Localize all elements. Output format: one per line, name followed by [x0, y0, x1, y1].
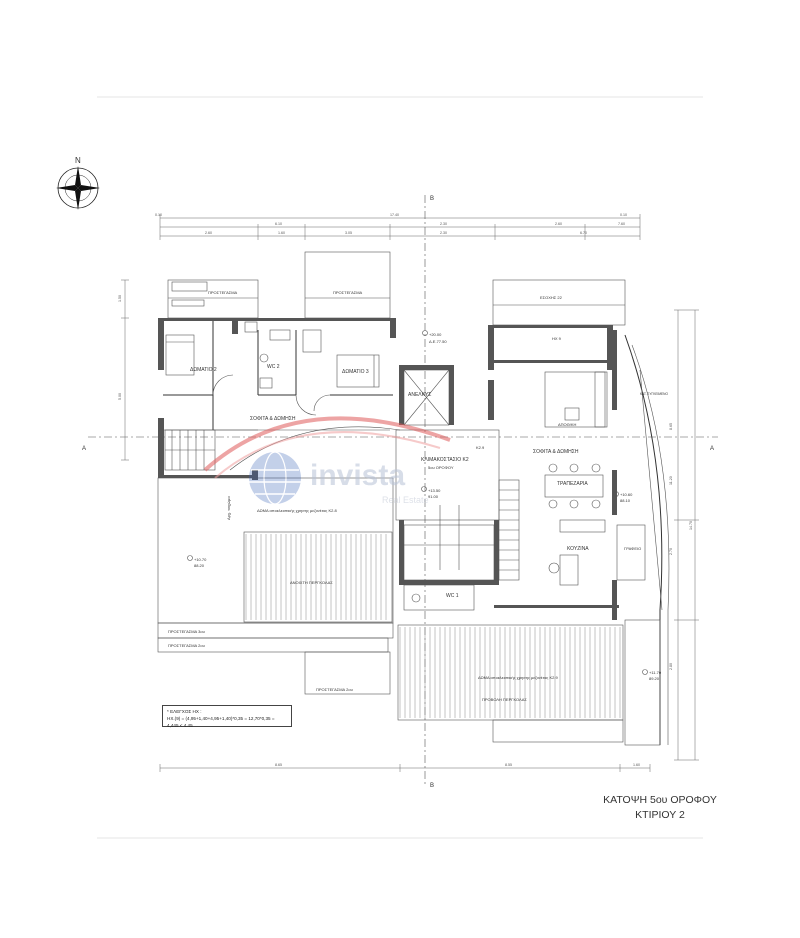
- room-office-label: ΓΡΑΦΕΙΟ: [624, 546, 641, 551]
- dim-top-e: 7.60: [618, 222, 625, 226]
- room-ex9-label: ΗΧ 9: [552, 336, 562, 341]
- bottom-dimension-chain: 8.65 8.55 1.60: [159, 763, 651, 772]
- watermark-sub: Real Estate: [382, 495, 429, 505]
- top-canopies: ΠΡΟΣΤΕΓΑΣΜΑ ΠΡΟΣΤΕΓΑΣΜΑ: [167, 251, 391, 319]
- pergola-front-label: ΠΡΟΒΟΛΗ ΠΕΡΓΚΟΛΑΣ: [482, 697, 527, 702]
- drawing-title-line2: ΚΤΙΡΙΟΥ 2: [635, 809, 685, 821]
- watermark-swoosh-icon: [203, 416, 451, 472]
- terrace-right-label: ΔΩΜΑ αποκλειστικής χρησης μεζονέτας Κ2.9: [478, 675, 558, 680]
- dim-bottom-a: 8.65: [275, 763, 282, 767]
- right-dimension-chain: 8.65 14.70 11.20 2.70 2.80: [669, 309, 699, 761]
- right-terrace: [397, 619, 661, 746]
- dim-bottom-b: 8.55: [505, 763, 512, 767]
- canopy-top-left-label: ΠΡΟΣΤΕΓΑΣΜΑ: [208, 290, 238, 295]
- dim-right-d: 2.70: [669, 548, 673, 555]
- room-stairwell-sub-label: 5ου ΟΡΟΦΟΥ: [428, 465, 454, 470]
- dim-top2-a: 2.60: [205, 231, 212, 235]
- pergola-left-hatch: [245, 534, 387, 620]
- drawing-title-line1: ΚΑΤΟΨΗ 5ου ΟΡΟΦΟΥ: [603, 794, 717, 806]
- level-3: +13.50: [428, 488, 441, 493]
- level-3b: 91.00: [428, 494, 439, 499]
- top-dimension-chain: 0.10 17.40 0.10 6.10 2.30 2.60 7.60 2.60…: [155, 213, 641, 240]
- dim-top-d: 0.10: [155, 213, 162, 217]
- dim-top2-b: 1.60: [278, 231, 285, 235]
- room-stairwell-label: ΚΛΙΜΑΚΟΣΤΑΣΙΟ Κ2: [421, 457, 469, 463]
- level-note-label: ΚΑΤ. ΣΥΓΚΕΙΜΕΝΟ: [640, 392, 668, 396]
- level-2: +10.70: [194, 557, 207, 562]
- axis-b-bottom-label: B: [430, 783, 434, 789]
- calc-formula: ΗΧ.(9) = (4,95+1,40+4,95+1,40)*0,35 = 12…: [167, 716, 275, 728]
- watermark-logo: invista Real Estate: [203, 416, 451, 505]
- left-dimension-chain: 1.50 5.00: [118, 279, 129, 461]
- room-kitchen-label: ΚΟΥΖΙΝΑ: [567, 546, 589, 552]
- level-1: +20.00: [429, 332, 442, 337]
- room-elevator-label: ΑΝΕΛΚΥΣ: [408, 392, 431, 398]
- room-wc2-label: WC 2: [267, 364, 280, 370]
- level-4b: 88.10: [620, 498, 631, 503]
- canopy-2nd-b-label: ΠΡΟΣΤΕΓΑΣΜΑ 2ου: [316, 687, 353, 692]
- room-bedroom2-label: ΔΩΜΑΤΙΟ 2: [190, 367, 217, 373]
- dim-top-b: 2.30: [440, 222, 447, 226]
- dim-right-e: 2.80: [669, 663, 673, 670]
- room-bedroom3-label: ΔΩΜΑΤΙΟ 3: [342, 369, 369, 375]
- roof-note-label: Αρχ. τοιχώμα: [226, 496, 231, 520]
- dim-top2-e: 6.70: [580, 231, 587, 235]
- level-5: +11.70: [649, 670, 662, 675]
- canopy-2nd-label: ΠΡΟΣΤΕΓΑΣΜΑ 2ου: [168, 643, 205, 648]
- watermark-globe-icon: [249, 452, 301, 504]
- axis-a-left-label: A: [82, 446, 86, 452]
- calc-note-box: * ΕΛΕΓΧΟΣ ΗΧ : ΗΧ.(9) = (4,95+1,40+4,95+…: [162, 705, 292, 728]
- room-roof-right-label: ΣΟΦΙΤΑ & ΔΩΜΗΣΗ: [533, 449, 579, 455]
- dim-right-c: 11.20: [669, 476, 673, 485]
- room-storage-label: ΑΠΟΘ/ΚΗ: [558, 422, 577, 427]
- dim-top-c: 2.60: [555, 222, 562, 226]
- dim-top-d2: 0.10: [620, 213, 627, 217]
- pergola-open-label: ΑΝΟΙΧΤΗ ΠΕΡΓΚΟΛΑΣ: [290, 580, 333, 585]
- compass-north-label: N: [75, 156, 81, 165]
- dim-top2-c: 3.05: [345, 231, 352, 235]
- dim-right-b: 14.70: [689, 521, 693, 530]
- room-dining-label: ΤΡΑΠΕΖΑΡΙΑ: [557, 481, 588, 487]
- north-compass-icon: N: [56, 156, 100, 210]
- room-wc1-label: WC 1: [446, 593, 459, 599]
- level-5b: 89.20: [649, 676, 660, 681]
- left-apartment-walls: [158, 318, 401, 480]
- pergola-right-hatch: [399, 627, 621, 718]
- level-4: +10.60: [620, 492, 633, 497]
- room-labels: ΔΩΜΑΤΙΟ 2 WC 2 ΔΩΜΑΤΙΟ 3 ΣΟΦΙΤΑ & ΔΩΜΗΣΗ…: [168, 295, 668, 702]
- calc-head: * ΕΛΕΓΧΟΣ ΗΧ :: [167, 709, 202, 714]
- room-roof-left-label: ΣΟΦΙΤΑ & ΔΩΜΗΣΗ: [250, 416, 296, 422]
- watermark-brand: invista: [310, 459, 405, 492]
- right-apartment-walls: [403, 279, 670, 745]
- room-esoxi-label: ΕΣΟΧΗΣ 22: [540, 295, 563, 300]
- level-1b: Δ.Ε.77.50: [429, 339, 447, 344]
- k2-tag-label: Κ2.9: [476, 445, 485, 450]
- level-2b: 88.20: [194, 563, 205, 568]
- canopy-top-mid-label: ΠΡΟΣΤΕΓΑΣΜΑ: [333, 290, 363, 295]
- canopy-3rd-label: ΠΡΟΣΤΕΓΑΣΜΑ 3ου: [168, 629, 205, 634]
- drawing-title-block: ΚΑΤΟΨΗ 5ου ΟΡΟΦΟΥ ΚΤΙΡΙΟΥ 2: [600, 793, 720, 823]
- dim-top-total: 17.40: [390, 213, 399, 217]
- level-markers: +20.00 Δ.Ε.77.50 +10.70 88.20 +13.50 91.…: [187, 330, 662, 681]
- dim-right-a: 8.65: [669, 423, 673, 430]
- dim-top2-d: 2.30: [440, 231, 447, 235]
- dim-left-b: 5.00: [118, 393, 122, 400]
- terrace-left-label: ΔΩΜΑ αποκλειστικής χρησης μεζονέτας Κ2.8: [257, 508, 337, 513]
- center-core: [395, 365, 520, 585]
- axis-b-top-label: B: [430, 196, 434, 202]
- dim-top-a: 6.10: [275, 222, 282, 226]
- dim-left-a: 1.50: [118, 295, 122, 302]
- axis-a-right-label: A: [710, 446, 714, 452]
- dim-bottom-c: 1.60: [633, 763, 640, 767]
- left-terrace: [157, 477, 394, 695]
